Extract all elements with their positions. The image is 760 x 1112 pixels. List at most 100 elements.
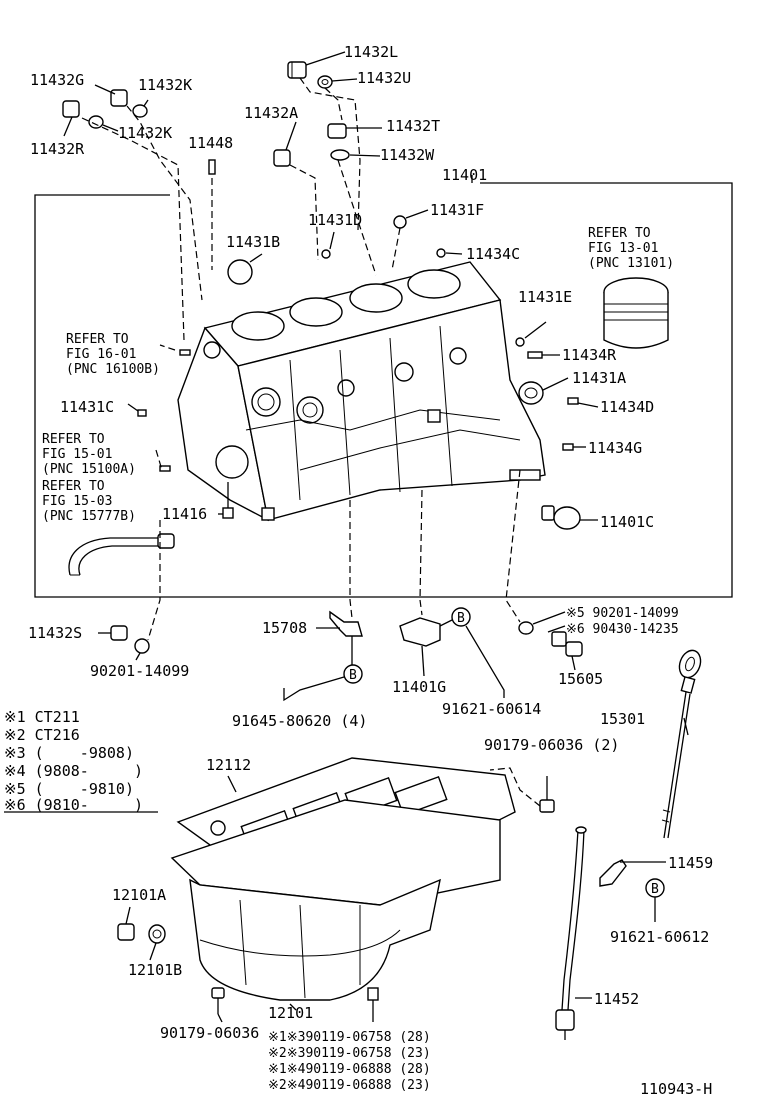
circle-b-marker-1: B xyxy=(343,664,363,684)
label-11432W: 11432W xyxy=(380,146,435,164)
refer-line: (PNC 15100A) xyxy=(42,462,136,477)
bolt-90179-06036-2 xyxy=(489,767,555,813)
label-11431C: 11431C xyxy=(60,398,114,416)
pin-left-lower xyxy=(159,465,171,472)
label-11432K-mid: 11432K xyxy=(118,124,172,142)
dipstick-guide-11452 xyxy=(555,826,592,1040)
sensor-11401G xyxy=(399,617,453,677)
refer-line: REFER TO xyxy=(42,479,105,494)
bracket-11459 xyxy=(599,859,666,887)
circle-b-text: B xyxy=(349,668,357,683)
applicability-legend: ※1 CT211 ※2 CT216 ※3 ( -9808) ※4 (9808- … xyxy=(4,708,143,814)
refer-line: (PNC 16100B) xyxy=(66,362,160,377)
applicability-item: ※5 ( -9810) xyxy=(4,780,134,798)
label-12112: 12112 xyxy=(206,756,251,774)
refer-note-piston: REFER TO FIG 13-01 (PNC 13101) xyxy=(588,226,674,271)
label-11432K-top: 11432K xyxy=(138,76,192,94)
label-90201-14099: 90201-14099 xyxy=(90,662,189,680)
label-15301: 15301 xyxy=(600,710,645,728)
label-11431E: 11431E xyxy=(518,288,572,306)
label-15708: 15708 xyxy=(262,619,307,637)
refer-line: (PNC 13101) xyxy=(588,256,674,271)
applicability-item: ※6 (9810- ) xyxy=(4,796,143,814)
refer-line: REFER TO xyxy=(588,226,651,241)
pin-11434D xyxy=(567,397,599,408)
label-11431A: 11431A xyxy=(572,369,626,387)
label-11431F: 11431F xyxy=(430,201,484,219)
bolt-variant-item: ※1※490119-06888 (28) xyxy=(268,1062,431,1077)
label-91621-60614: 91621-60614 xyxy=(442,700,541,718)
label-11434C: 11434C xyxy=(466,245,520,263)
label-11434R: 11434R xyxy=(562,346,617,364)
variant-parts-right: ※5 90201-14099 ※6 90430-14235 xyxy=(566,606,679,637)
refer-line: REFER TO xyxy=(42,432,105,447)
circle-b-text: B xyxy=(457,611,465,626)
circle-b-text: B xyxy=(651,882,659,897)
label-90179-06036-2: 90179-06036 (2) xyxy=(484,736,619,754)
tube-15777B xyxy=(68,533,175,576)
applicability-item: ※3 ( -9808) xyxy=(4,744,134,762)
label-12101B: 12101B xyxy=(128,961,182,979)
drain-bolt-90179-06036 xyxy=(211,987,225,1023)
label-11401: 11401 xyxy=(442,166,487,184)
label-91645-80620: 91645-80620 (4) xyxy=(232,712,367,730)
plug-11432S xyxy=(98,625,128,641)
gasket-11432K-top xyxy=(132,99,149,118)
pin-11448 xyxy=(208,159,216,270)
label-15605: 15605 xyxy=(558,670,603,688)
diagram-code: 110943-H xyxy=(640,1080,712,1098)
switch-15605 xyxy=(547,625,583,671)
label-12101A: 12101A xyxy=(112,886,166,904)
label-11416: 11416 xyxy=(162,505,207,523)
plug-11431D xyxy=(321,231,335,259)
plug-12101A xyxy=(117,906,135,941)
variant-item: ※5 90201-14099 xyxy=(566,606,679,621)
pin-11434C xyxy=(436,248,463,258)
part-labels: 11432L 11432U 11432G 11432K 11432K 11432… xyxy=(28,43,713,1098)
label-11401G: 11401G xyxy=(392,678,446,696)
label-11432S: 11432S xyxy=(28,624,82,642)
label-11432R: 11432R xyxy=(30,140,85,158)
stud-11416 xyxy=(218,482,234,519)
plug-11431B xyxy=(227,253,263,285)
plug-11401C xyxy=(541,505,598,530)
refer-line: FIG 16-01 xyxy=(66,347,136,362)
applicability-item: ※1 CT211 xyxy=(4,708,80,726)
oil-pan-12101 xyxy=(170,799,501,1001)
refer-line: FIG 15-03 xyxy=(42,494,112,509)
gasket-90201-14099-left xyxy=(134,638,150,661)
cap-11431F xyxy=(391,209,429,271)
applicability-item: ※2 CT216 xyxy=(4,726,80,744)
pin-left-upper xyxy=(179,349,191,356)
label-11432A: 11432A xyxy=(244,104,298,122)
label-11434D: 11434D xyxy=(600,398,654,416)
circle-b-marker-2: B xyxy=(451,607,471,627)
refer-note-fig15-01: REFER TO FIG 15-01 (PNC 15100A) xyxy=(42,432,136,477)
gasket-variant xyxy=(518,611,566,635)
refer-line: FIG 15-01 xyxy=(42,447,112,462)
label-11432G: 11432G xyxy=(30,71,84,89)
gasket-11432U xyxy=(317,75,358,89)
piston-reference-13101 xyxy=(603,277,669,349)
label-11434G: 11434G xyxy=(588,439,642,457)
gasket-11432K-mid xyxy=(88,115,119,132)
label-11431D: 11431D xyxy=(308,211,362,229)
bolt-variants-bottom: ※1※390119-06758 (28) ※2※390119-06758 (23… xyxy=(268,1030,431,1093)
refer-line: FIG 13-01 xyxy=(588,241,658,256)
cylinder-block-11401 xyxy=(177,261,546,522)
label-11448: 11448 xyxy=(188,134,233,152)
gasket-12101B xyxy=(148,924,166,961)
bolt-90119 xyxy=(367,987,379,1022)
variant-item: ※6 90430-14235 xyxy=(566,622,679,637)
plug-11431E xyxy=(515,321,547,347)
seal-11431A xyxy=(518,377,569,405)
bolt-variant-item: ※2※390119-06758 (23) xyxy=(268,1046,431,1061)
bolt-variant-item: ※1※390119-06758 (28) xyxy=(268,1030,431,1045)
label-11432T: 11432T xyxy=(386,117,440,135)
cylinder-block-frame xyxy=(34,182,733,598)
label-11432U: 11432U xyxy=(357,69,411,87)
label-11401C: 11401C xyxy=(600,513,654,531)
plug-11432R xyxy=(62,100,80,137)
plug-11432G xyxy=(94,84,128,107)
